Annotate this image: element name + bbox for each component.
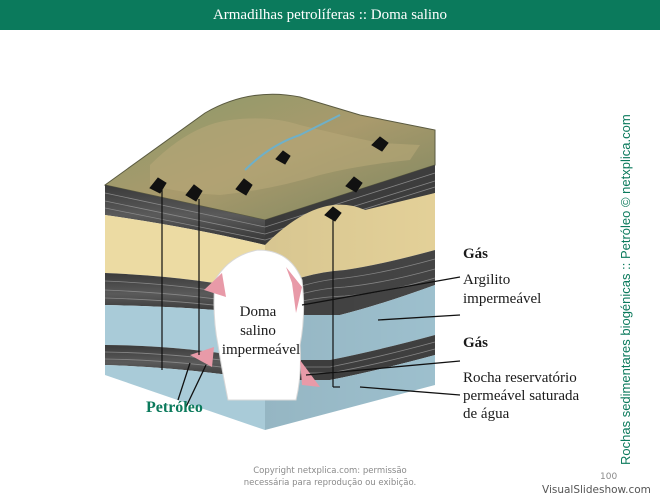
label-argilito-line1: Argilito	[463, 271, 510, 290]
side-caption: Rochas sedimentares biogénicas :: Petról…	[617, 105, 635, 465]
label-rocha-line2: permeável saturada	[463, 387, 579, 406]
label-gas-bottom: Gás	[463, 334, 488, 353]
slide-header: Armadilhas petrolíferas :: Doma salino	[0, 0, 660, 30]
label-doma-line2: salino	[228, 322, 288, 341]
label-rocha-line3: de água	[463, 405, 509, 424]
label-doma-line1: Doma	[228, 303, 288, 322]
label-doma-line3: impermeável	[218, 341, 304, 360]
label-petroleo: Petróleo	[146, 398, 203, 417]
salt-dome-diagram	[0, 30, 660, 500]
label-rocha-line1: Rocha reservatório	[463, 369, 577, 388]
copyright-line1: Copyright netxplica.com: permissão	[230, 465, 430, 477]
watermark: VisualSlideshow.com	[542, 484, 651, 496]
page-number: 100	[600, 472, 617, 482]
copyright-notice: Copyright netxplica.com: permissão neces…	[230, 465, 430, 489]
copyright-line2: necessária para reprodução ou exibição.	[230, 477, 430, 489]
label-argilito-line2: impermeável	[463, 290, 541, 309]
slide-title: Armadilhas petrolíferas :: Doma salino	[0, 0, 660, 30]
label-gas-top: Gás	[463, 245, 488, 264]
